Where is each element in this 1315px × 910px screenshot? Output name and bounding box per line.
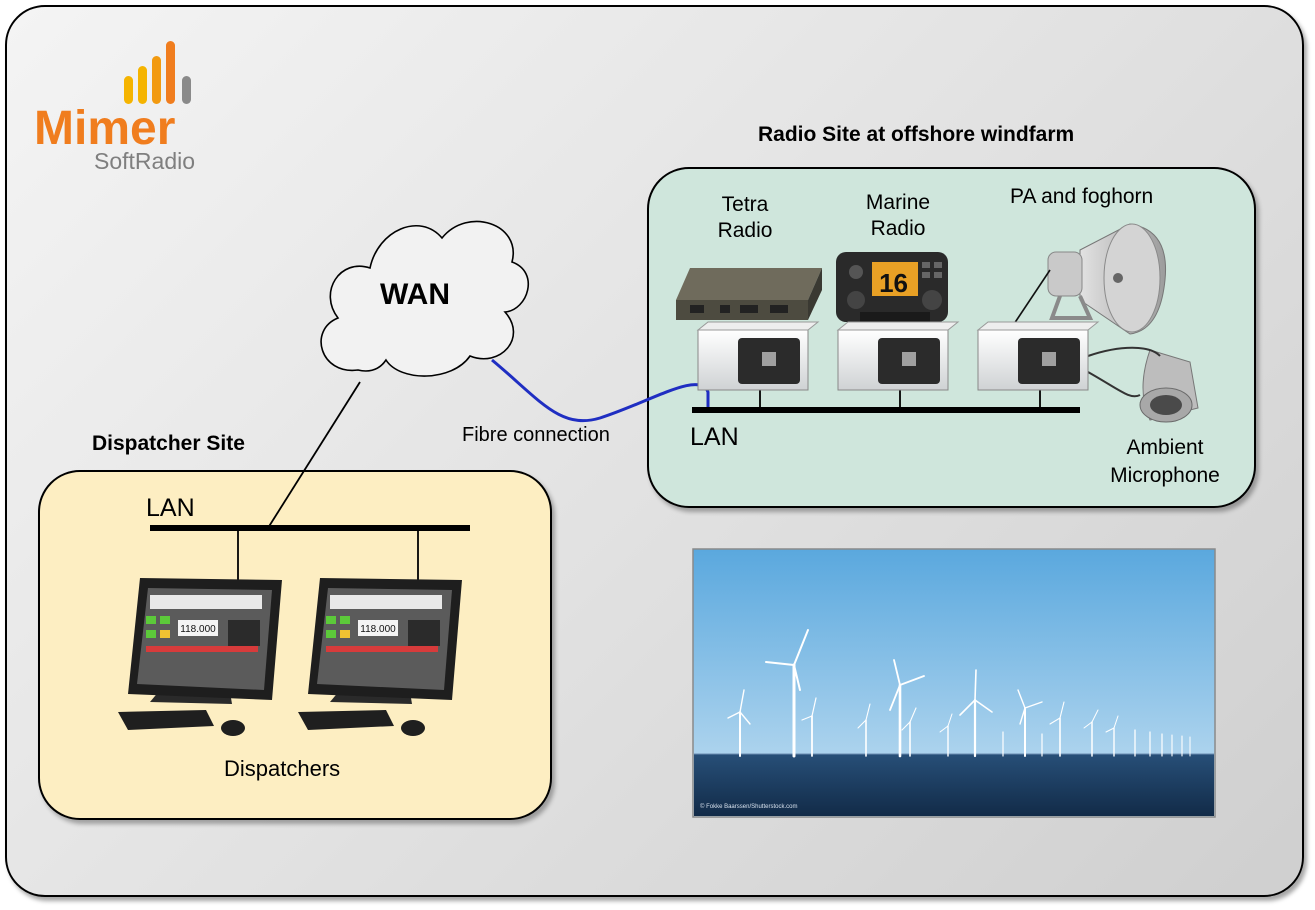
dispatcher-workstation-2: 118.000 bbox=[298, 578, 462, 736]
radio-site-title: Radio Site at offshore windfarm bbox=[758, 123, 1075, 146]
pa-cable bbox=[1009, 269, 1051, 331]
offshore-windfarm-photo: © Fokke Baarssen/Shutterstock.com bbox=[692, 548, 1216, 818]
ambient-microphone-device bbox=[1139, 349, 1199, 423]
dispatchers-caption: Dispatchers bbox=[224, 756, 341, 781]
dispatcher-lan-label: LAN bbox=[146, 494, 195, 522]
marine-radio-device: 16 bbox=[836, 252, 948, 322]
radio-lan-label: LAN bbox=[690, 423, 739, 451]
dispatcher-site-title: Dispatcher Site bbox=[92, 432, 245, 455]
ambient-microphone-label-line-2: Microphone bbox=[1110, 464, 1220, 487]
photo-credit: © Fokke Baarssen/Shutterstock.com bbox=[700, 803, 797, 810]
dispatcher-workstation-1: 118.000 bbox=[118, 578, 282, 736]
marine-radio-label-line-1: Marine bbox=[865, 191, 931, 214]
tetra-radio-label-line-1: Tetra bbox=[721, 193, 769, 216]
mimer-softradio-logo: Mimer SoftRadio bbox=[32, 38, 202, 183]
mic-cable-1 bbox=[1087, 346, 1161, 357]
logo-graphic: Mimer SoftRadio bbox=[34, 41, 195, 174]
fibre-connection-cable bbox=[491, 358, 710, 423]
fibre-connection-label: Fibre connection bbox=[462, 424, 610, 446]
mic-cable-2 bbox=[1087, 371, 1141, 398]
marine-channel-display: 16 bbox=[879, 268, 908, 298]
wan-label: WAN bbox=[380, 278, 450, 311]
dispatcher-1-frequency: 118.000 bbox=[180, 624, 216, 635]
logo-bar-2 bbox=[138, 66, 147, 104]
logo-bar-4 bbox=[166, 41, 175, 104]
gateway-box-tetra bbox=[696, 321, 820, 391]
pa-horn-device bbox=[1047, 223, 1167, 335]
gateway-box-pa bbox=[976, 321, 1100, 391]
dispatcher-2-frequency: 118.000 bbox=[360, 624, 396, 635]
pa-foghorn-label: PA and foghorn bbox=[1010, 185, 1154, 208]
wan-cloud bbox=[320, 220, 530, 377]
logo-product-text: SoftRadio bbox=[94, 148, 195, 174]
logo-bar-1 bbox=[124, 76, 133, 104]
gateway-box-marine bbox=[836, 321, 960, 391]
wind-turbines bbox=[727, 629, 1191, 758]
tetra-radio-label-line-2: Radio bbox=[717, 219, 773, 242]
logo-brand-text: Mimer bbox=[34, 102, 175, 155]
tetra-radio-label: Tetra Radio bbox=[705, 192, 785, 244]
marine-radio-label: Marine Radio bbox=[853, 190, 943, 242]
logo-bar-3 bbox=[152, 56, 161, 104]
ambient-microphone-label: Ambient Microphone bbox=[1100, 434, 1230, 490]
tetra-radio-device bbox=[676, 268, 822, 320]
wan-uplink-line bbox=[267, 381, 361, 529]
logo-bar-5 bbox=[182, 76, 191, 104]
marine-radio-label-line-2: Radio bbox=[870, 217, 926, 240]
ambient-microphone-label-line-1: Ambient bbox=[1126, 436, 1204, 459]
